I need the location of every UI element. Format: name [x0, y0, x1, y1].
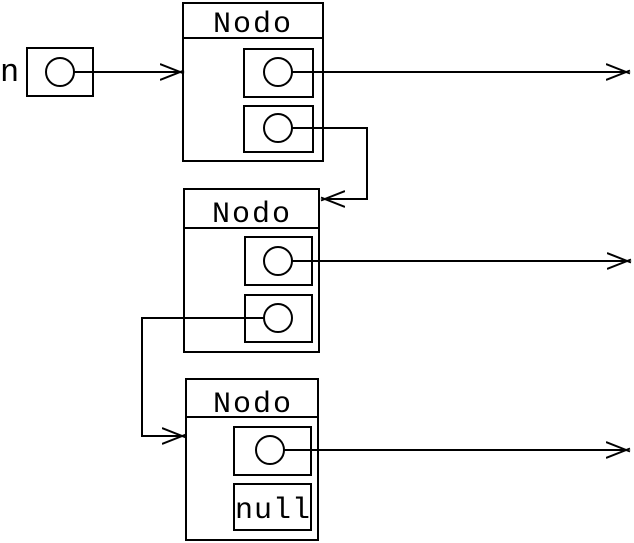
pointer-variable-label: n [0, 54, 19, 91]
node-3-null-label: null [235, 494, 311, 528]
node-2-next-arrow [141, 317, 264, 436]
node-3-null-field [233, 483, 312, 531]
diagram-shapes [26, 2, 627, 541]
node-1-title: Nodo [213, 8, 293, 42]
node-1-next-arrow [292, 127, 368, 199]
diagram-labels: n Nodo Nodo Nodo null [0, 8, 311, 528]
node-3-title: Nodo [213, 388, 293, 422]
node-3-box [185, 378, 319, 541]
node-2-box [183, 188, 320, 353]
node-2-title: Nodo [212, 198, 292, 232]
node-1-box [182, 2, 324, 162]
